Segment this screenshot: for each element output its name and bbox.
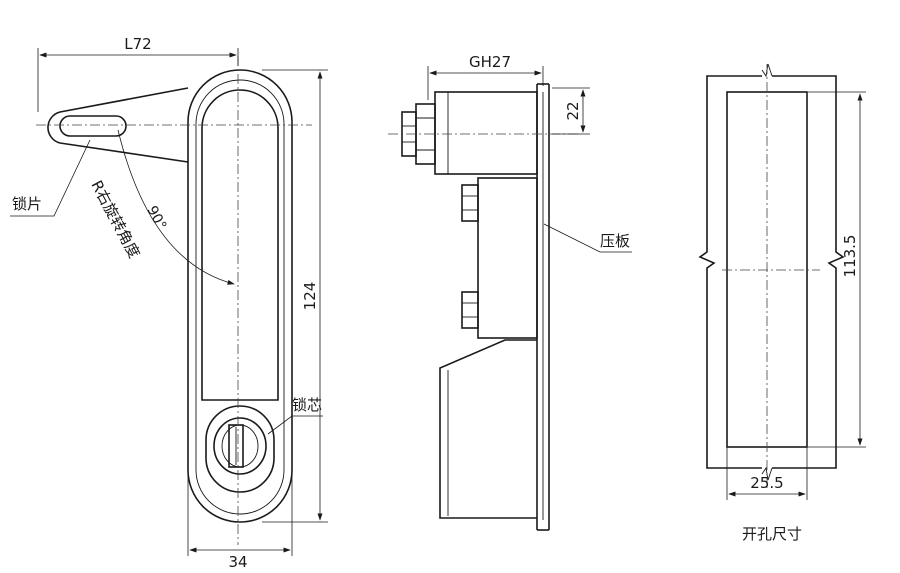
cutout-width-label: 25.5 [750,474,783,492]
height-label: 124 [301,282,319,311]
lock-plate-label: 锁片 [12,195,42,213]
pressure-plate-body [477,177,538,339]
lock-core-label: 锁芯 [292,396,322,414]
lock-core [205,405,275,493]
cutout-plate-outline [698,75,762,469]
base-width-label: 34 [228,553,247,571]
screw-upper [461,184,479,222]
cutout-height-label: 113.5 [841,235,859,278]
handle-outer [187,69,293,523]
width-label: L72 [124,35,151,53]
angle-label: 90° [143,203,169,232]
handle-grip [201,89,279,401]
lock-plate-leader [10,139,91,217]
handle-inner-outline [195,79,285,515]
rotation-label: R右旋转角度 [87,177,143,261]
screw-lower [461,291,479,329]
upper-boss [434,91,538,175]
depth-label: GH27 [469,53,511,71]
lock-plate [47,87,189,163]
lower-housing [439,339,537,519]
plate-leader [543,223,632,253]
plate-label: 压板 [600,232,630,250]
side-view: GH27 22 压板 [388,53,632,531]
boss-label: 22 [564,101,582,120]
cutout-caption: 开孔尺寸 [742,525,802,543]
cutout-view: 113.5 25.5 开孔尺寸 [698,63,866,543]
lock-core-leader [267,415,323,435]
rotation-arc [117,129,235,285]
front-view: L72 124 34 90° R右旋转角度 锁片 锁芯 [10,35,328,571]
mounting-plate [536,83,550,531]
